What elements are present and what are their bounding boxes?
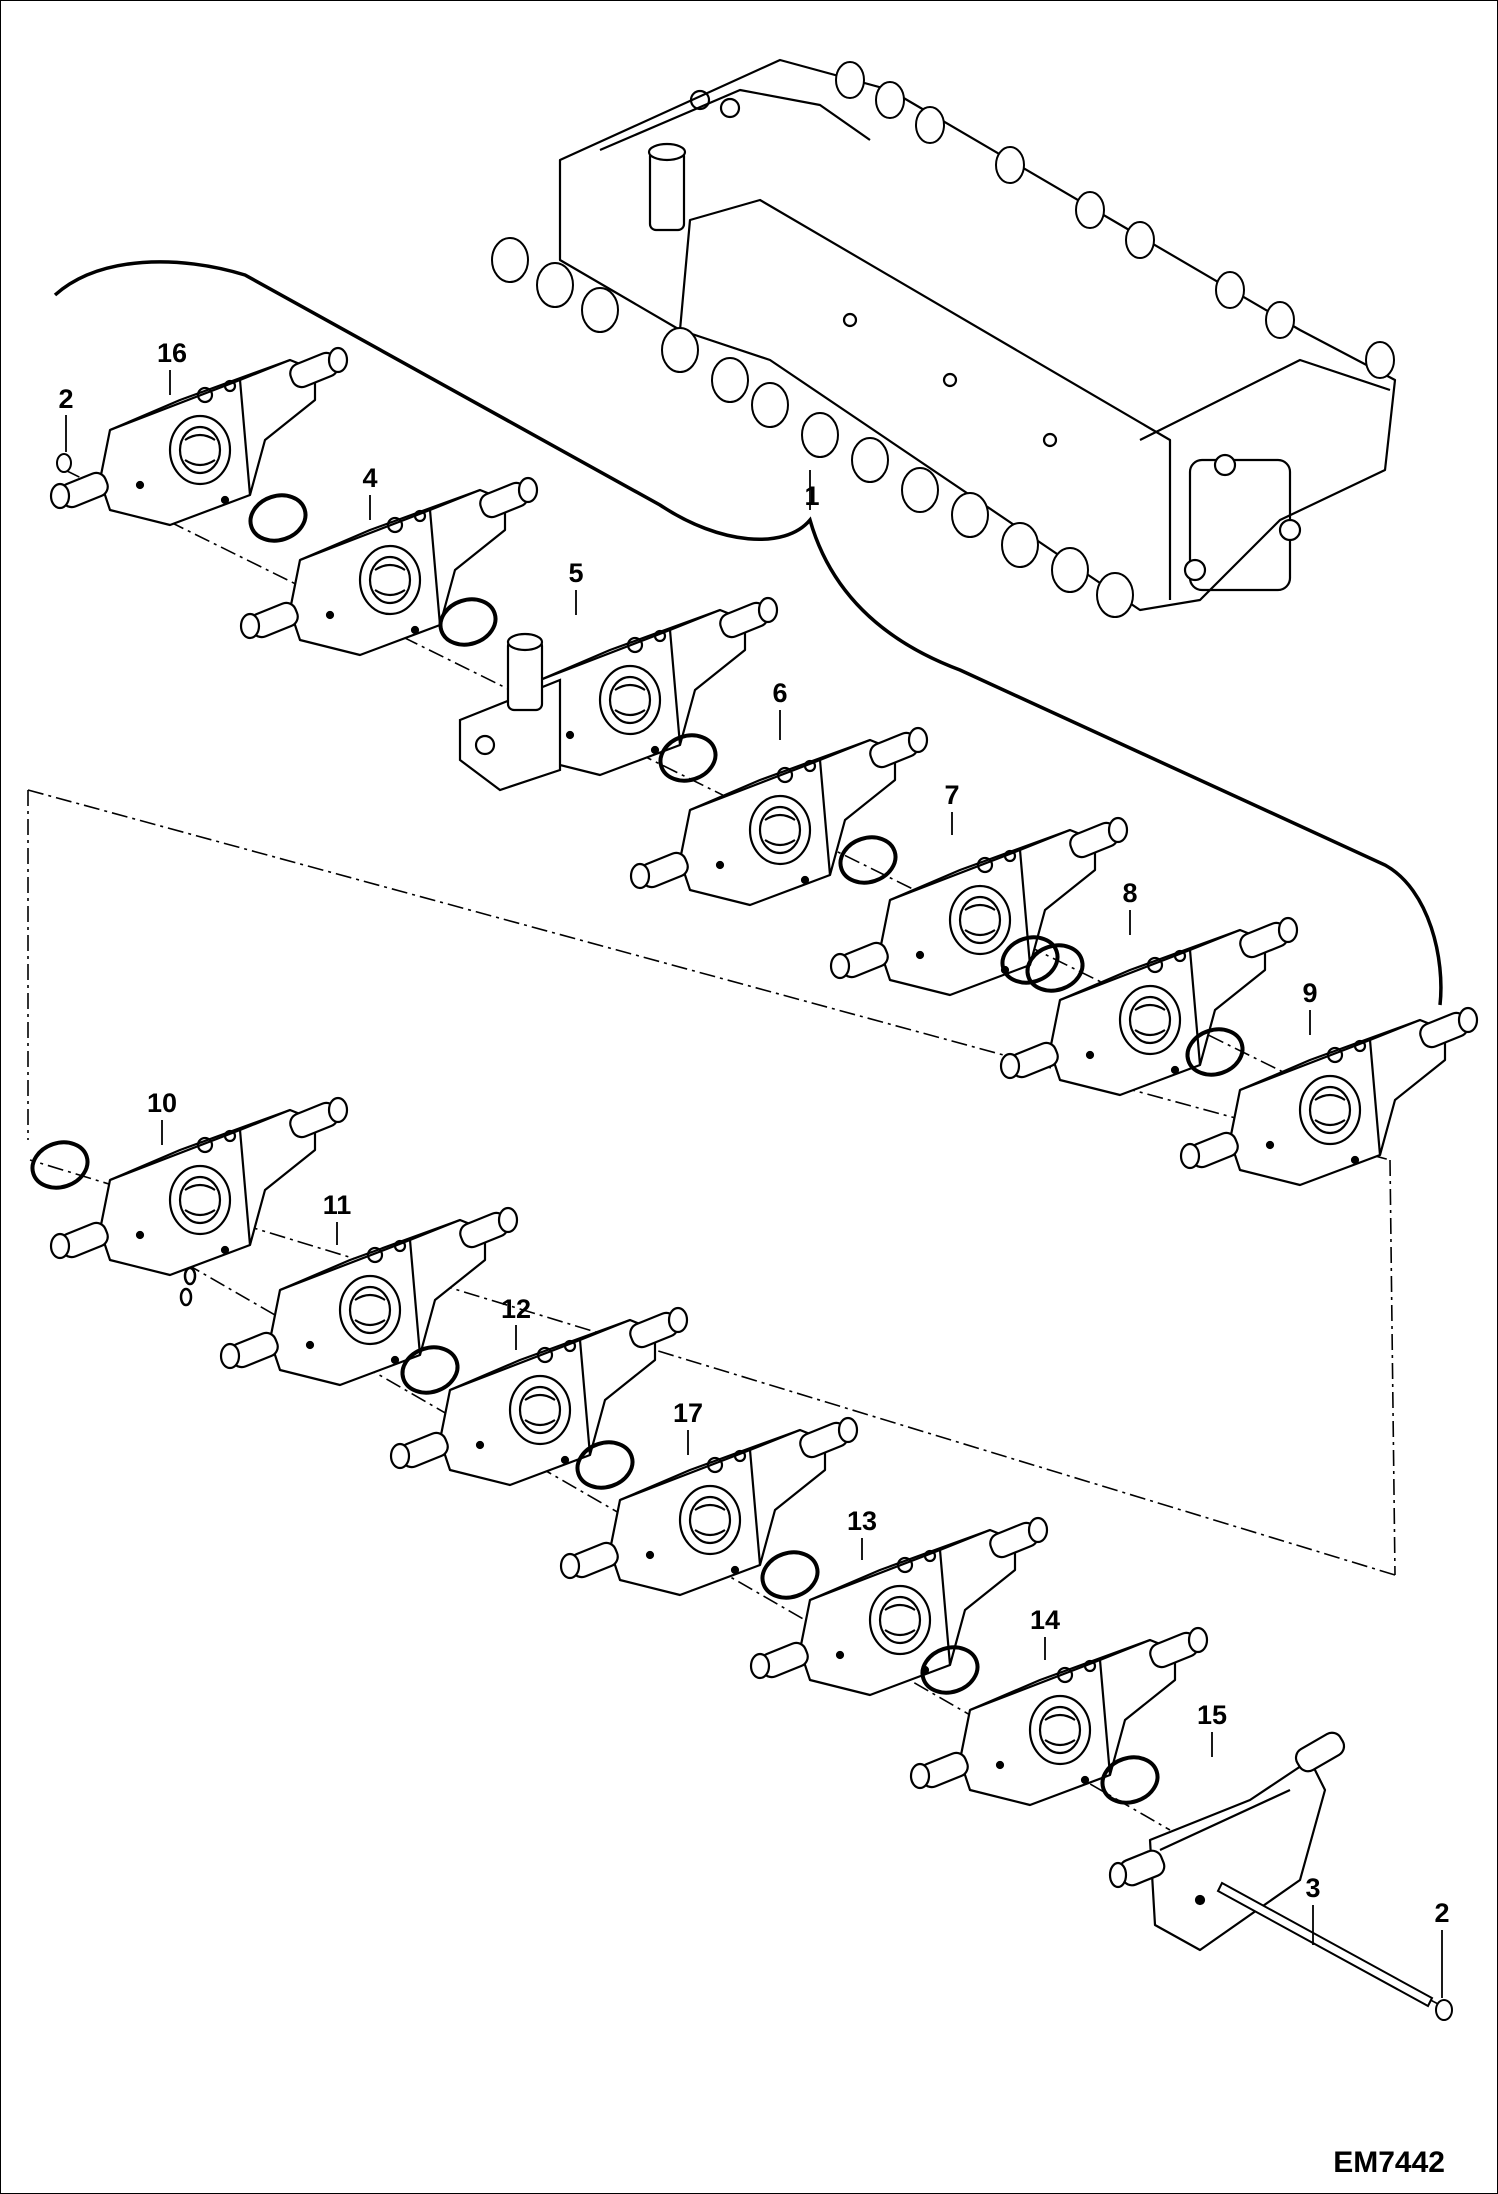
- nut-bottom-right: [1435, 1999, 1453, 2021]
- callout-9: 9: [1302, 978, 1317, 1008]
- valve-end-cover-15: [1108, 1731, 1346, 1952]
- assembled-control-valve: [558, 58, 1397, 612]
- callout-15: 15: [1197, 1700, 1227, 1730]
- callout-12: 12: [501, 1294, 531, 1324]
- callout-13: 13: [847, 1506, 877, 1536]
- callout-6: 6: [772, 678, 787, 708]
- tie-rod-3: [1216, 1881, 1434, 2008]
- callout-4: 4: [362, 463, 377, 493]
- callout-11: 11: [323, 1190, 352, 1220]
- o-ring: [754, 1543, 826, 1607]
- valve-section-8: [999, 916, 1299, 1097]
- nut-top-left: [56, 453, 72, 473]
- valve-section-9: [1179, 1006, 1479, 1187]
- valve-section-16: [49, 346, 349, 527]
- valve-section-11: [219, 1206, 519, 1387]
- o-ring: [24, 1133, 96, 1197]
- figure-code: EM7442: [1333, 2146, 1445, 2179]
- valve-section-5-cartridge: [458, 632, 562, 792]
- callout-3: 3: [1305, 1873, 1320, 1903]
- callout-2-bottom: 2: [1434, 1898, 1449, 1928]
- o-ring: [832, 828, 904, 892]
- callout-8: 8: [1122, 878, 1137, 908]
- valve-section-12: [389, 1306, 689, 1487]
- valve-section-13: [749, 1516, 1049, 1697]
- leader-lines: [65, 370, 1443, 1998]
- callout-16: 16: [157, 338, 187, 368]
- callout-5: 5: [568, 558, 583, 588]
- valve-section-14: [909, 1626, 1209, 1807]
- assembled-valve-ports: [491, 61, 1395, 618]
- assembly-brace-curve: [53, 260, 1443, 1006]
- callout-14: 14: [1030, 1605, 1060, 1635]
- valve-section-17: [559, 1416, 859, 1597]
- callout-17: 17: [673, 1398, 703, 1428]
- valve-section-10: [49, 1096, 349, 1277]
- o-ring: [242, 486, 314, 550]
- callout-2-top: 2: [58, 384, 73, 414]
- callout-1: 1: [804, 481, 819, 511]
- small-o-rings-10: [179, 1266, 197, 1307]
- callout-10: 10: [147, 1088, 177, 1118]
- callout-7: 7: [944, 780, 959, 810]
